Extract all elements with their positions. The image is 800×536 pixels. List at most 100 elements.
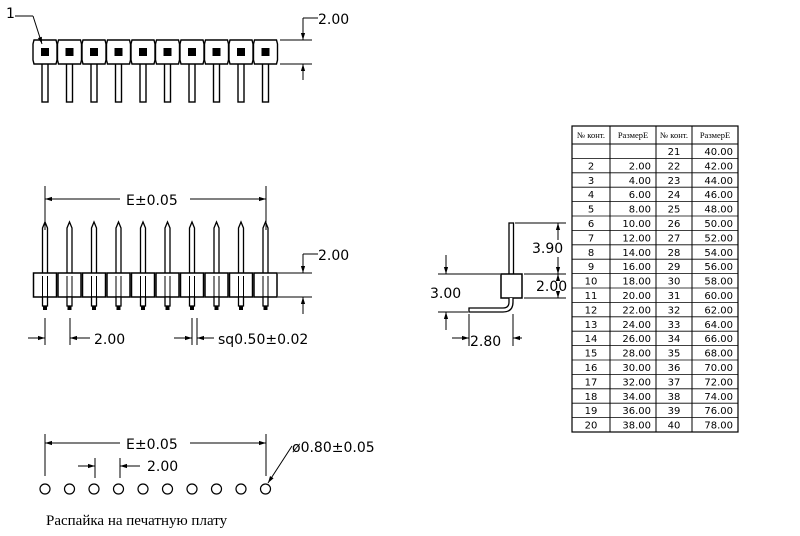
front-pin-housing — [106, 272, 131, 298]
side-pin-bent — [468, 298, 514, 313]
footprint-hole — [186, 483, 198, 495]
table-contact-cell: 26 — [668, 219, 681, 230]
side-200-label: 2.00 — [536, 279, 567, 295]
front-pin-lower — [164, 296, 171, 307]
fp-hole-leader — [267, 445, 293, 484]
front-pin-lower — [262, 296, 269, 307]
footprint-hole — [39, 483, 51, 495]
fp-caption: Распайка на печатную плату — [46, 513, 228, 529]
table-contact-cell: 12 — [585, 305, 598, 316]
table-size-cell: 12.00 — [622, 233, 651, 244]
footprint-hole — [88, 483, 100, 495]
table-contact-cell: 8 — [588, 248, 594, 259]
top-pin-square — [41, 48, 49, 56]
footprint-hole — [235, 483, 247, 495]
footprint-view: E±0.05 2.00 ø0.80±0.05 Распайка на печат… — [39, 434, 375, 529]
front-pin-upper — [188, 220, 196, 273]
table-size-cell: 56.00 — [704, 262, 733, 273]
table-contact-cell: 25 — [668, 205, 681, 216]
front-pin-housing — [155, 272, 180, 298]
front-pin-lower — [41, 296, 49, 307]
table-contact-cell: 40 — [668, 421, 681, 432]
table-size-cell: 60.00 — [704, 291, 733, 302]
table-contact-cell: 24 — [668, 190, 681, 201]
table-contact-cell: 18 — [585, 392, 598, 403]
table-size-cell: 28.00 — [622, 349, 651, 360]
table-size-cell: 40.00 — [704, 147, 733, 158]
front-pin-upper — [115, 220, 122, 273]
top-view-pins — [32, 39, 279, 103]
pin1-label: 1 — [6, 6, 15, 22]
front-pin-tip — [92, 306, 96, 310]
table-contact-cell: 14 — [585, 334, 598, 345]
top-pin-square — [188, 48, 196, 56]
top-pin-lead — [139, 61, 147, 103]
top-pin-square — [139, 48, 147, 56]
table-size-cell: 50.00 — [704, 219, 733, 230]
top-pin-square — [114, 48, 123, 56]
table-size-cell: 30.00 — [622, 363, 651, 374]
side-body — [500, 273, 523, 299]
table-size-cell: 36.00 — [622, 406, 651, 417]
table-contact-cell: 15 — [585, 349, 598, 360]
table-header-cell: РазмерE — [700, 130, 730, 140]
front-pin-tip — [214, 306, 219, 310]
front-pin-lower — [139, 296, 147, 307]
table-size-cell: 78.00 — [704, 421, 733, 432]
front-pin-housing — [204, 272, 229, 298]
side-view: 3.90 2.00 3.00 2.80 — [430, 222, 567, 350]
table-contact-cell: 7 — [588, 233, 594, 244]
top-pin-lead — [90, 61, 98, 103]
table-contact-cell: 21 — [668, 147, 681, 158]
front-pin-lower — [213, 296, 220, 307]
front-pin-upper — [139, 220, 147, 273]
fp-pitch-label: 2.00 — [147, 459, 178, 475]
table-size-cell: 76.00 — [704, 406, 733, 417]
table-contact-cell: 13 — [585, 320, 598, 331]
table-size-cell: 2.00 — [629, 161, 651, 172]
table-size-cell: 64.00 — [704, 320, 733, 331]
top-pin-lead — [41, 61, 49, 103]
front-height-label: 2.00 — [318, 248, 349, 264]
front-pin-upper — [164, 220, 171, 273]
table-size-cell: 34.00 — [622, 392, 651, 403]
table-size-cell: 20.00 — [622, 291, 651, 302]
footprint-hole — [137, 483, 149, 495]
table-header-cell: РазмерE — [618, 130, 648, 140]
table-size-cell: 74.00 — [704, 392, 733, 403]
front-pin-lower — [237, 296, 245, 307]
table-contact-cell: 35 — [668, 349, 681, 360]
table-contact-cell: 17 — [585, 377, 598, 388]
table-size-cell: 22.00 — [622, 305, 651, 316]
footprint-hole — [112, 483, 125, 495]
front-pin-upper — [66, 220, 73, 273]
front-pin-housing — [57, 272, 82, 298]
table-header-cell: № конт. — [577, 130, 605, 140]
front-pin-label: sq0.50±0.02 — [218, 332, 308, 348]
front-pin-tip — [190, 306, 194, 310]
table-contact-cell: 27 — [668, 233, 681, 244]
table-contact-cell: 36 — [668, 363, 681, 374]
front-pin-lower — [188, 296, 196, 307]
table-size-cell: 72.00 — [704, 377, 733, 388]
fp-e-label: E±0.05 — [126, 437, 178, 453]
table-contact-cell: 30 — [668, 277, 681, 288]
top-pin-square — [65, 48, 74, 56]
table-size-cell: 66.00 — [704, 334, 733, 345]
footprint-hole — [259, 483, 272, 495]
top-pin-lead — [65, 61, 74, 103]
front-view: E±0.05 2.00 2.00 sq0.50±0.02 — [28, 186, 349, 348]
front-pin-upper — [213, 220, 220, 273]
front-pitch-label: 2.00 — [94, 332, 125, 348]
table-size-cell: 18.00 — [622, 277, 651, 288]
table-contact-cell: 11 — [585, 291, 598, 302]
table-border — [571, 125, 739, 433]
top-pin-square — [261, 48, 270, 56]
front-pin-tip — [116, 306, 121, 310]
table-contact-cell: 28 — [668, 248, 681, 259]
table-size-cell: 58.00 — [704, 277, 733, 288]
table-contact-cell: 16 — [585, 363, 598, 374]
footprint-holes — [39, 483, 272, 495]
table-size-cell: 62.00 — [704, 305, 733, 316]
top-pin-square — [237, 48, 245, 56]
